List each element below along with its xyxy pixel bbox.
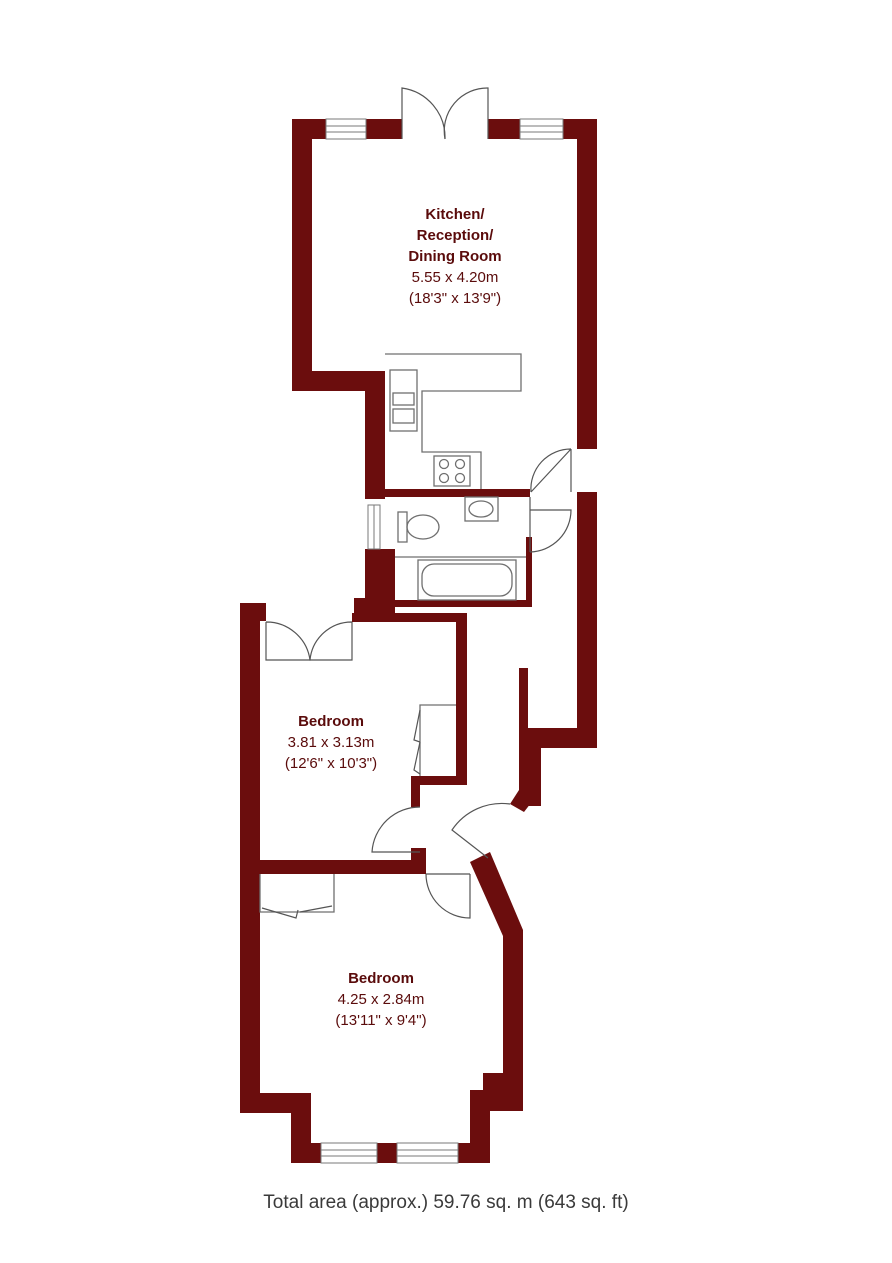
windows <box>320 118 564 1164</box>
bedroom1-name: Bedroom <box>298 713 364 730</box>
room-labels: Kitchen/ Reception/ Dining Room 5.55 x 4… <box>285 206 502 1029</box>
kitchen-imperial: (18'3" x 13'9") <box>409 290 501 307</box>
bathroom-fixtures <box>395 496 526 601</box>
bedroom1-metric: 3.81 x 3.13m <box>288 734 375 751</box>
bedroom2-metric: 4.25 x 2.84m <box>338 991 425 1008</box>
kitchen-name-line2: Reception/ <box>417 227 495 244</box>
walls <box>240 119 597 1163</box>
kitchen-metric: 5.55 x 4.20m <box>412 269 499 286</box>
bedroom2-name: Bedroom <box>348 970 414 987</box>
kitchen-fixtures <box>385 353 522 489</box>
wardrobes <box>259 704 456 919</box>
toilet-icon <box>397 511 408 543</box>
sink-icon <box>389 369 418 432</box>
doors <box>265 87 572 919</box>
hob-icon <box>438 458 450 470</box>
total-area-caption: Total area (approx.) 59.76 sq. m (643 sq… <box>263 1192 629 1213</box>
kitchen-name-line1: Kitchen/ <box>425 206 485 223</box>
bath-icon <box>417 559 517 601</box>
bedroom2-imperial: (13'11" x 9'4") <box>335 1012 426 1029</box>
bedroom1-imperial: (12'6" x 10'3") <box>285 755 377 772</box>
kitchen-name-line3: Dining Room <box>408 248 501 265</box>
